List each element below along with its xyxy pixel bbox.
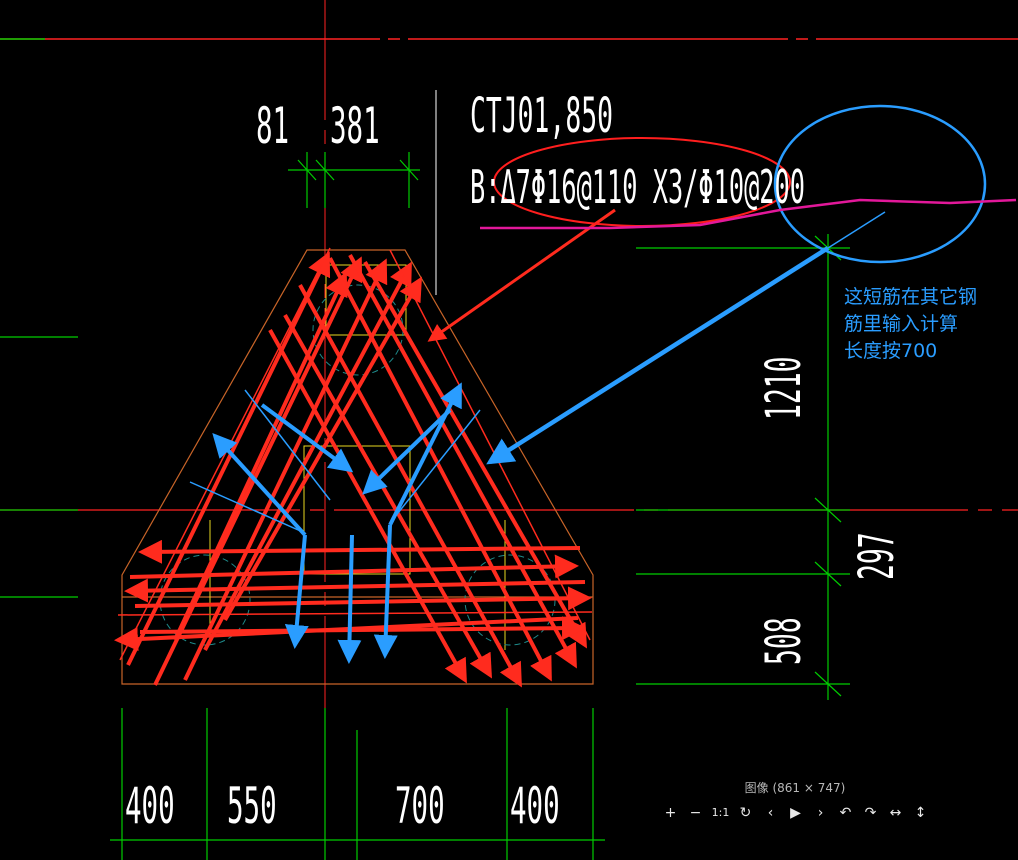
bottom-dim-550: 550 bbox=[227, 777, 277, 835]
short-bar-highlight-ellipse bbox=[773, 104, 987, 264]
magenta-underline bbox=[480, 198, 1017, 230]
undo-button[interactable]: ↶ bbox=[839, 805, 852, 821]
viewer-title: 图像 (861 × 747) bbox=[744, 781, 846, 795]
top-dim-81: 81 bbox=[256, 97, 289, 155]
next-button[interactable]: › bbox=[817, 805, 824, 821]
short-bar-arrows bbox=[212, 246, 830, 664]
right-dim-1210: 1210 bbox=[757, 356, 813, 420]
right-dim-508: 508 bbox=[757, 617, 813, 665]
bottom-dim-400-left: 400 bbox=[125, 777, 175, 835]
annotation-note: 这短筋在其它钢 筋里输入计算 长度按700 bbox=[844, 284, 977, 365]
prev-button[interactable]: ‹ bbox=[767, 805, 774, 821]
rotate-button[interactable]: ↻ bbox=[739, 805, 752, 821]
bottom-dim-700: 700 bbox=[395, 777, 445, 835]
right-dim-297: 297 bbox=[850, 532, 906, 580]
play-button[interactable]: ▶ bbox=[790, 805, 801, 821]
zoom-in-button[interactable]: + bbox=[664, 805, 677, 821]
actual-size-button[interactable]: 1:1 bbox=[711, 806, 730, 819]
viewer-tools: + − 1:1 ↻ ‹ ▶ › ↶ ↷ ↔ ↕ bbox=[660, 802, 931, 824]
dimension-lines bbox=[0, 152, 850, 860]
redo-button[interactable]: ↷ bbox=[864, 805, 877, 821]
cad-text: 81 381 CTJ01,850 B:Δ7Φ16@110 X3/Φ10@200 … bbox=[125, 89, 905, 836]
note-line: 筋里输入计算 bbox=[844, 313, 959, 335]
note-line: 长度按700 bbox=[844, 340, 938, 362]
rebar-line: B:Δ7Φ16@110 X3/Φ10@200 bbox=[470, 161, 805, 214]
pile-cap-outline bbox=[121, 249, 594, 685]
bottom-dim-400-right: 400 bbox=[510, 777, 560, 835]
title-line: CTJ01,850 bbox=[470, 89, 613, 145]
image-viewer-toolbar: 图像 (861 × 747) + − 1:1 ↻ ‹ ▶ › ↶ ↷ ↔ ↕ bbox=[640, 772, 950, 842]
top-dim-381: 381 bbox=[330, 97, 380, 155]
short-bar-thin-lines bbox=[189, 211, 886, 534]
fit-width-button[interactable]: ↔ bbox=[889, 805, 902, 821]
fit-height-button[interactable]: ↕ bbox=[914, 805, 927, 821]
note-line: 这短筋在其它钢 bbox=[844, 286, 978, 308]
zoom-out-button[interactable]: − bbox=[689, 805, 702, 821]
